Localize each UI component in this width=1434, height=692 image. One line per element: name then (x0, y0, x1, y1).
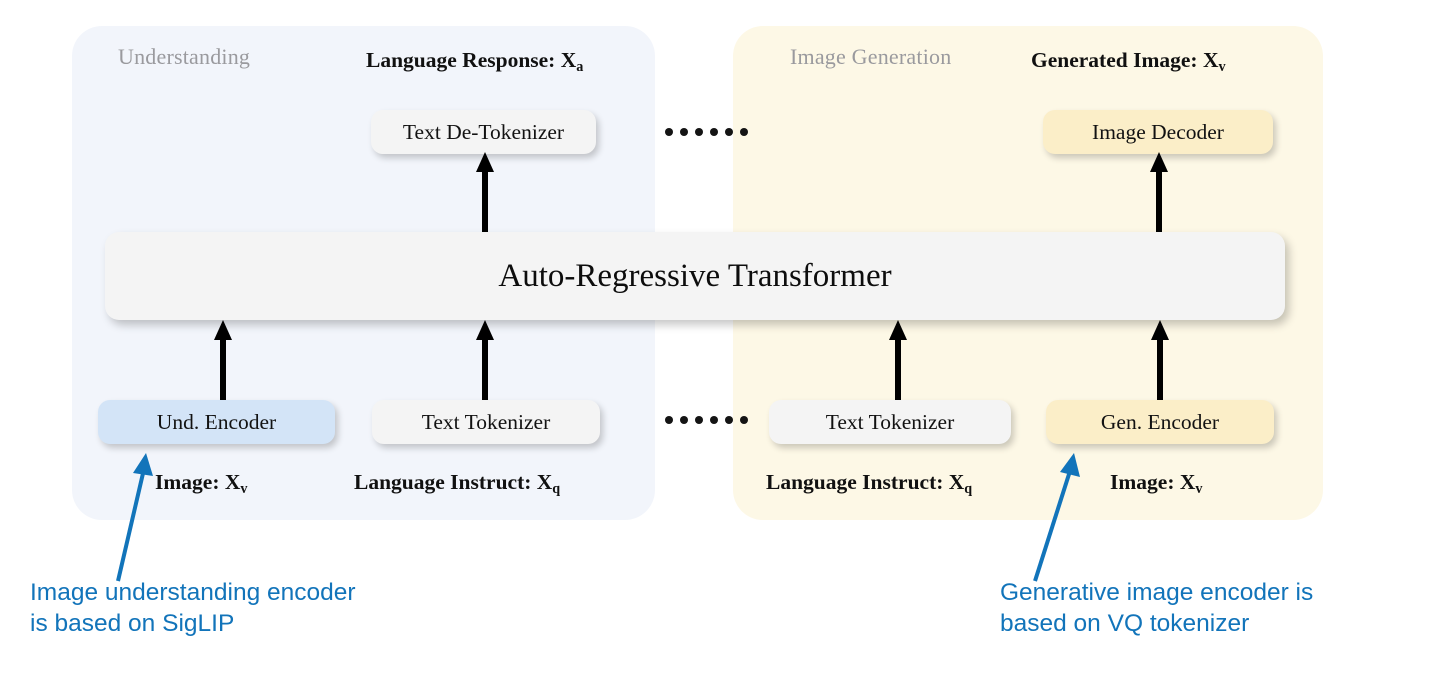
caption-language-instruct-right: Language Instruct: Xq (766, 470, 973, 497)
caption-image-left: Image: Xv (155, 470, 248, 497)
caption-image-right: Image: Xv (1110, 470, 1203, 497)
caption-image-right-text: Image: X (1110, 470, 1196, 494)
arrow-transformer-to-image-decoder (1150, 152, 1168, 236)
node-gen-encoder[interactable]: Gen. Encoder (1046, 400, 1274, 444)
caption-image-right-subscript: v (1195, 480, 1203, 497)
panel-image-generation-title: Image Generation (790, 44, 952, 69)
node-image-decoder[interactable]: Image Decoder (1043, 110, 1273, 154)
auto-regressive-transformer-label: Auto-Regressive Transformer (498, 257, 892, 294)
caption-language-instruct-left-text: Language Instruct: X (354, 470, 553, 494)
node-image-decoder-label: Image Decoder (1092, 119, 1224, 144)
arrow-und-encoder-to-transformer (214, 320, 232, 404)
separator-dots-bottom (665, 416, 748, 424)
auto-regressive-transformer[interactable]: Auto-Regressive Transformer (105, 232, 1285, 320)
caption-language-response-text: Language Response: X (366, 48, 577, 72)
caption-generated-image-text: Generated Image: X (1031, 48, 1219, 72)
caption-generated-image: Generated Image: Xv (1031, 48, 1226, 75)
caption-language-instruct-left-subscript: q (552, 480, 561, 497)
caption-language-instruct-right-subscript: q (964, 480, 973, 497)
annotation-arrow-left (116, 453, 153, 582)
caption-language-response-subscript: a (576, 58, 584, 75)
separator-dots-top (665, 128, 748, 136)
node-text-tokenizer-left-label: Text Tokenizer (421, 409, 551, 434)
node-text-de-tokenizer-label: Text De-Tokenizer (402, 119, 565, 144)
arrow-transformer-to-text-de-tokenizer (476, 152, 494, 236)
arrow-text-tokenizer-right-to-transformer (889, 320, 907, 404)
caption-generated-image-subscript: v (1218, 58, 1226, 75)
arrow-gen-encoder-to-transformer (1151, 320, 1169, 404)
caption-language-instruct-right-text: Language Instruct: X (766, 470, 965, 494)
node-text-tokenizer-right-label: Text Tokenizer (825, 409, 955, 434)
node-gen-encoder-label: Gen. Encoder (1100, 409, 1220, 434)
node-text-de-tokenizer[interactable]: Text De-Tokenizer (371, 110, 596, 154)
caption-language-response: Language Response: Xa (366, 48, 584, 75)
node-text-tokenizer-left[interactable]: Text Tokenizer (372, 400, 600, 444)
annotation-arrow-right (1033, 453, 1080, 582)
annotation-right-text: Generative image encoder is based on VQ … (1000, 579, 1314, 637)
annotation-left-text: Image understanding encoder is based on … (30, 579, 356, 637)
arrow-text-tokenizer-left-to-transformer (476, 320, 494, 404)
caption-language-instruct-left: Language Instruct: Xq (354, 470, 561, 497)
panel-understanding-title: Understanding (118, 44, 251, 69)
node-und-encoder-label: Und. Encoder (156, 409, 277, 434)
caption-image-left-text: Image: X (155, 470, 241, 494)
caption-image-left-subscript: v (240, 480, 248, 497)
node-text-tokenizer-right[interactable]: Text Tokenizer (769, 400, 1011, 444)
node-und-encoder[interactable]: Und. Encoder (98, 400, 335, 444)
